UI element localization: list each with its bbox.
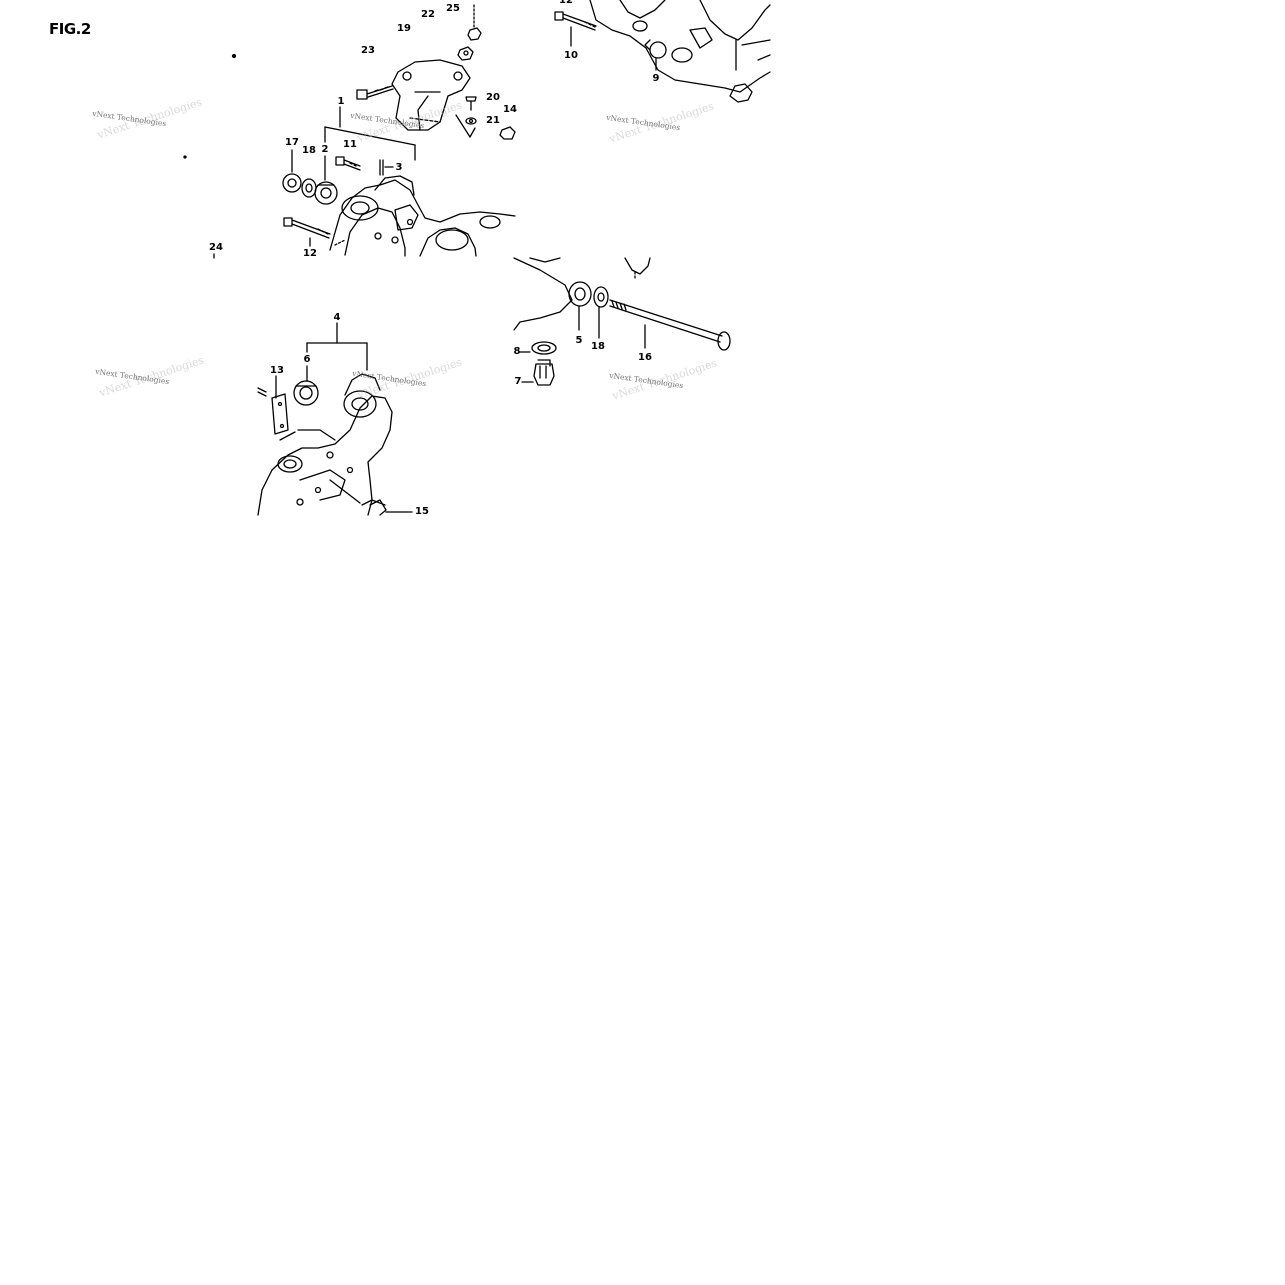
callout-25: 25 (446, 3, 460, 14)
callout-12: 12 (559, 0, 573, 6)
callout-18: 18 (591, 341, 605, 352)
callout-13: 13 (270, 365, 284, 376)
callout-4: 4 (333, 312, 341, 323)
callout-9: 9 (652, 73, 660, 84)
callout-15: 15 (415, 506, 429, 517)
callout-1: 1 (337, 96, 345, 107)
panel-middle-right (513, 257, 731, 386)
callout-17: 17 (285, 137, 299, 148)
callout-12: 12 (303, 248, 317, 259)
callout-14: 14 (503, 104, 517, 115)
callout-2: 2 (321, 144, 329, 155)
callout-5: 5 (575, 335, 583, 346)
callout-23: 23 (361, 45, 375, 56)
callout-11: 11 (343, 139, 357, 150)
callout-21: 21 (486, 115, 500, 126)
callout-18: 18 (302, 145, 316, 156)
callout-10: 10 (564, 50, 578, 61)
panel-top-left (183, 3, 516, 257)
callout-8: 8 (513, 346, 521, 357)
callout-6: 6 (303, 354, 311, 365)
panel-bottom-left (257, 322, 413, 516)
panel-top-right (554, 0, 771, 103)
callout-16: 16 (638, 352, 652, 363)
callout-22: 22 (421, 9, 435, 20)
callout-19: 19 (397, 23, 411, 34)
callout-3: 3 (395, 162, 403, 173)
callout-7: 7 (514, 376, 522, 387)
callout-24: 24 (209, 242, 223, 253)
callout-20: 20 (486, 92, 500, 103)
figure-title: FIG.2 (49, 20, 91, 38)
